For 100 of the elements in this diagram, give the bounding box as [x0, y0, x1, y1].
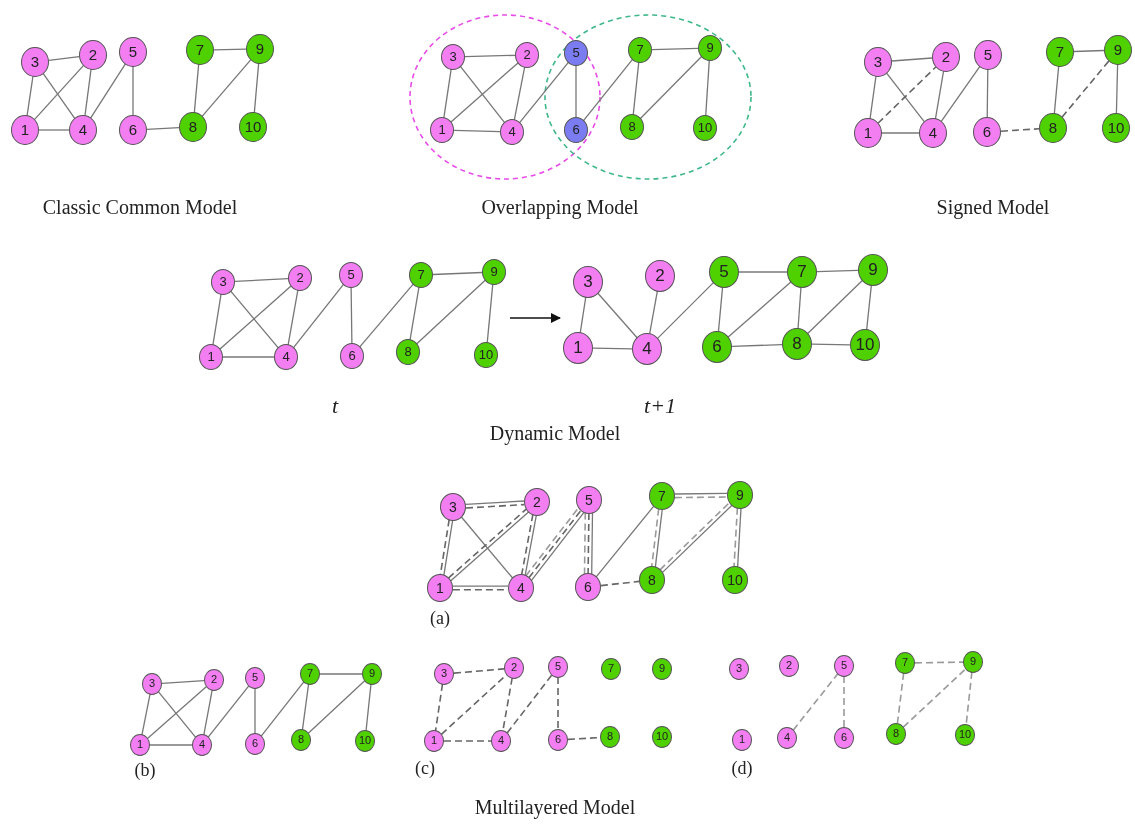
edge-line [219, 285, 292, 350]
edge-line [486, 283, 494, 344]
edge-line [579, 296, 587, 334]
edge-line [1053, 65, 1060, 115]
edge-line [592, 347, 633, 350]
dashed-edge [1000, 128, 1040, 132]
edge-line [89, 63, 127, 119]
node-circle: 3 [441, 44, 465, 70]
node-circle: 6 [548, 729, 568, 751]
edge-line [869, 75, 877, 120]
node-circle: 5 [339, 262, 363, 288]
edge-line [287, 289, 299, 346]
edge-line [443, 519, 454, 577]
node-circle: 8 [639, 565, 665, 595]
edge-line [48, 56, 80, 61]
node-circle: 5 [564, 40, 588, 66]
model-caption: Dynamic Model [489, 422, 621, 445]
node-circle: 4 [69, 114, 97, 146]
node-circle: 2 [524, 487, 550, 517]
dashed-edge [587, 512, 590, 575]
edge-line [891, 57, 933, 62]
edge-line [193, 63, 200, 114]
edge-line [146, 685, 208, 740]
node-circle: 5 [245, 667, 265, 689]
edge-line [731, 343, 783, 348]
edge-line [359, 283, 414, 348]
edge-line [409, 286, 420, 341]
node-circle: 8 [600, 726, 620, 748]
edge-line [149, 744, 193, 746]
node-circle: 9 [1104, 34, 1132, 66]
node-circle: 3 [864, 46, 892, 78]
edge-line [253, 62, 260, 114]
node-circle: 4 [777, 727, 797, 749]
dashed-edge [600, 580, 640, 587]
node-circle: 9 [362, 663, 382, 685]
node-circle: 9 [482, 259, 506, 285]
node-circle: 5 [548, 656, 568, 678]
edge-line [518, 61, 570, 124]
edge-line [934, 70, 945, 120]
dashed-edge [520, 513, 534, 576]
node-circle: 7 [1046, 36, 1074, 68]
edge-line [201, 58, 252, 118]
node-circle: 6 [575, 572, 601, 602]
node-circle: 3 [573, 265, 603, 299]
node-circle: 2 [504, 657, 524, 679]
edge-line [513, 66, 526, 121]
edge-line [26, 75, 34, 117]
edge-line [452, 585, 509, 587]
edge-line [301, 683, 310, 731]
node-circle: 10 [693, 115, 717, 141]
edge-line [157, 691, 197, 738]
time-label: t [331, 393, 339, 419]
edge-line [738, 271, 788, 273]
model-caption: Multilayered Model [474, 796, 636, 819]
node-circle: 3 [434, 663, 454, 685]
edge-line [432, 271, 483, 276]
node-circle: 5 [834, 655, 854, 677]
node-circle: 3 [142, 673, 162, 695]
edge-line [212, 293, 222, 346]
edge-line [453, 129, 501, 133]
node-circle: 4 [274, 344, 298, 370]
node-circle: 5 [974, 39, 1002, 71]
edge-line [292, 283, 345, 349]
node-circle: 8 [396, 339, 420, 365]
edge-line [1115, 63, 1119, 115]
edge-line [986, 68, 989, 119]
edge-line [260, 681, 305, 737]
edge-line [222, 356, 275, 358]
panel-label: (a) [430, 608, 450, 629]
edge-line [575, 64, 577, 119]
edge-line [350, 286, 353, 345]
edge-line [885, 72, 926, 123]
node-circle: 1 [424, 730, 444, 752]
node-circle: 9 [963, 651, 983, 673]
node-circle: 2 [288, 265, 312, 291]
node-circle: 6 [245, 733, 265, 755]
edge-line [365, 683, 372, 732]
edge-line [230, 290, 279, 349]
edge-line [597, 292, 638, 339]
edge-line [654, 508, 663, 569]
edge-line [736, 507, 742, 568]
node-circle: 6 [119, 114, 147, 146]
panel-label: (b) [134, 760, 156, 781]
edge-line [460, 516, 514, 579]
model-caption: Signed Model [936, 196, 1050, 219]
edge-line [141, 693, 151, 736]
node-circle: 4 [491, 730, 511, 752]
node-circle: 7 [601, 658, 621, 680]
edge-line [582, 58, 634, 122]
node-circle: 4 [500, 119, 524, 145]
edge-line [319, 673, 363, 675]
model-caption: Classic Common Model [42, 196, 238, 219]
dashed-edge [650, 507, 660, 568]
edge-line [656, 281, 715, 340]
node-circle: 1 [427, 573, 453, 603]
edge-line [524, 514, 538, 577]
node-circle: 5 [576, 485, 602, 515]
edge-line [816, 269, 859, 273]
node-circle: 9 [727, 480, 753, 510]
node-circle: 3 [211, 269, 235, 295]
